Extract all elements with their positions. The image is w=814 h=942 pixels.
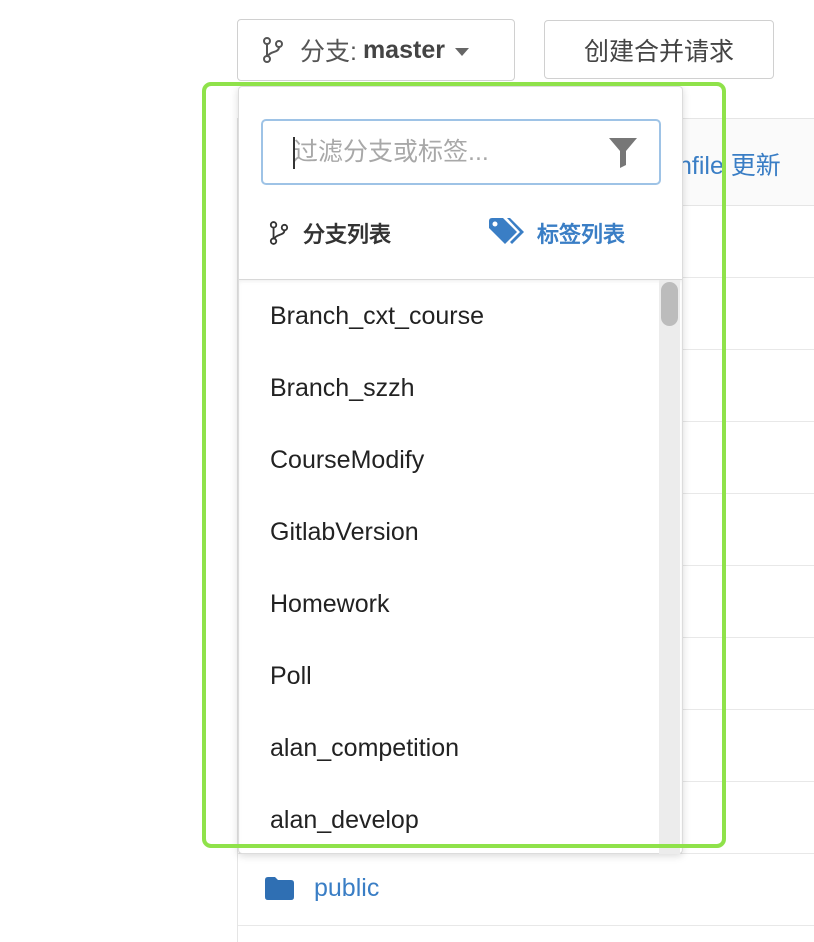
tab-tags[interactable]: 标签列表 (489, 217, 625, 249)
branch-list-item[interactable]: Branch_szzh (270, 374, 415, 402)
branch-list-item[interactable]: Poll (270, 662, 312, 690)
branch-list-item[interactable]: alan_competition (270, 734, 460, 762)
folder-icon (265, 877, 294, 900)
tab-tags-label: 标签列表 (537, 222, 626, 247)
file-row-public[interactable]: public (265, 874, 379, 903)
branch-list-item[interactable]: Branch_cxt_course (270, 302, 485, 330)
branch-list-item[interactable]: alan_develop (270, 806, 419, 834)
folder-name-link[interactable]: public (314, 874, 380, 902)
filter-icon (609, 138, 637, 168)
branch-list-item[interactable]: CourseModify (270, 446, 425, 474)
create-merge-request-button[interactable]: 创建合并请求 (544, 20, 774, 79)
tab-branches-label: 分支列表 (303, 222, 392, 247)
branch-dropdown: 分支列表 标签列表 Branch_cxt_course Branch_szzh … (238, 86, 683, 854)
dropdown-tabs: 分支列表 标签列表 (239, 211, 684, 271)
scrollbar-thumb[interactable] (661, 282, 678, 326)
last-commit-message-link[interactable]: nfile 更新 (678, 152, 781, 180)
branch-list: Branch_cxt_course Branch_szzh CourseModi… (239, 279, 682, 854)
branch-filter-input[interactable] (291, 136, 595, 168)
branch-list-scrollbar[interactable] (659, 280, 680, 854)
current-branch-name: master (362, 35, 445, 64)
branch-selector-button[interactable]: 分支: master (237, 19, 515, 81)
tag-icon (489, 218, 524, 244)
branch-filter-field[interactable] (261, 119, 661, 185)
row-divider (238, 925, 814, 926)
branch-list-item[interactable]: GitlabVersion (270, 518, 419, 546)
tab-branches[interactable]: 分支列表 (269, 217, 391, 249)
caret-down-icon (454, 47, 469, 56)
branch-icon (263, 37, 283, 63)
create-merge-request-label: 创建合并请求 (583, 37, 734, 66)
text-cursor (293, 137, 295, 169)
branch-icon (269, 221, 289, 245)
branch-selector-label: 分支: (300, 38, 357, 66)
branch-list-item[interactable]: Homework (270, 590, 390, 618)
